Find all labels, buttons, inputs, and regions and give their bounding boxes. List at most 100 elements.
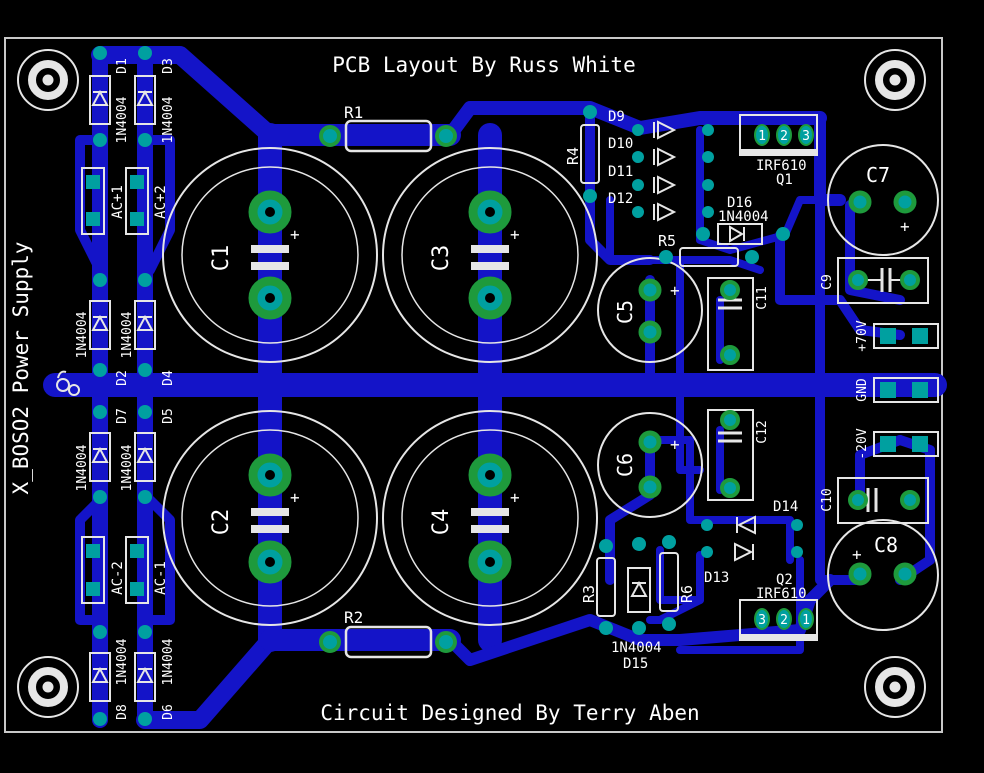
connector-ac1 (81, 167, 105, 235)
label-d16: D16 (727, 195, 752, 211)
diode-d11 (632, 175, 714, 195)
plus-c3: + (510, 225, 520, 244)
label-d9: D9 (608, 109, 625, 125)
label-c7: C7 (866, 163, 890, 187)
label-ac2: AC+2 (153, 185, 169, 219)
diode-d8 (89, 625, 111, 726)
resistor-r2 (319, 625, 457, 659)
part-d15: 1N4004 (611, 640, 662, 656)
pin-q2-3: 3 (758, 613, 766, 628)
label-pos: +70V (855, 320, 870, 351)
label-d2: D2 (115, 370, 130, 386)
label-r4: R4 (564, 147, 582, 165)
label-d14: D14 (773, 499, 798, 515)
plus-c5: + (670, 281, 680, 300)
part-d7: 1N4004 (75, 444, 90, 491)
pin-q1-3: 3 (802, 129, 810, 144)
diode-d15 (627, 537, 651, 635)
label-d4: D4 (161, 370, 176, 386)
diode-d7 (89, 405, 111, 504)
part-q2: IRF610 (756, 586, 807, 602)
plus-c7: + (900, 217, 910, 236)
diode-d1 (89, 46, 111, 147)
label-d8: D8 (115, 704, 130, 720)
label-gnd: GND (855, 378, 870, 402)
capacitor-c3 (382, 147, 598, 363)
label-d1: D1 (115, 58, 130, 74)
diode-d12 (632, 202, 714, 222)
pin-q2-1: 1 (802, 613, 810, 628)
connector-ac2 (125, 167, 149, 235)
plus-c1: + (290, 225, 300, 244)
label-c5: C5 (613, 300, 637, 324)
label-ac4: AC-1 (153, 561, 169, 595)
part-d16: 1N4004 (718, 209, 769, 225)
diode-d5 (134, 405, 156, 504)
label-r6: R6 (678, 585, 696, 603)
label-d15: D15 (623, 656, 648, 672)
diode-d9 (632, 120, 714, 140)
label-d6: D6 (161, 704, 176, 720)
transistor-q2 (739, 599, 818, 641)
label-c11: C11 (755, 286, 770, 309)
logo-glyph (56, 370, 80, 396)
label-d10: D10 (608, 136, 633, 152)
part-d1: 1N4004 (115, 96, 130, 143)
resistor-r4 (580, 105, 600, 203)
plus-c4: + (510, 488, 520, 507)
label-c2: C2 (209, 509, 234, 536)
part-d8: 1N4004 (115, 638, 130, 685)
connector-ac4 (125, 536, 149, 604)
label-c3: C3 (429, 245, 454, 272)
diode-d13 (701, 542, 803, 562)
label-c10: C10 (820, 488, 835, 511)
plus-c2: + (290, 488, 300, 507)
label-r5: R5 (658, 232, 676, 250)
pin-q1-2: 2 (780, 129, 788, 144)
capacitor-c5 (597, 257, 703, 363)
resistor-r6 (659, 535, 679, 631)
resistor-r1 (319, 119, 457, 153)
capacitor-c11 (707, 277, 754, 371)
transistor-q1 (739, 114, 818, 156)
diode-d10 (632, 147, 714, 167)
plus-c6: + (670, 435, 680, 454)
connector-ac3 (81, 536, 105, 604)
label-r3: R3 (580, 585, 598, 603)
label-c8: C8 (874, 533, 898, 557)
board-title: PCB Layout By Russ White (332, 53, 635, 77)
label-d5: D5 (161, 408, 176, 424)
label-ac1: AC+1 (110, 185, 126, 219)
mounting-hole-tl (17, 49, 79, 111)
label-q1: Q1 (776, 172, 793, 188)
label-r1: R1 (344, 103, 363, 122)
capacitor-c4 (382, 410, 598, 626)
resistor-r3 (596, 539, 616, 635)
part-q1: IRF610 (756, 158, 807, 174)
capacitor-c9 (837, 257, 929, 304)
diode-d16 (696, 223, 790, 245)
board-footer: Circuit Designed By Terry Aben (320, 701, 699, 725)
label-ac3: AC-2 (110, 561, 126, 595)
capacitor-c8 (827, 519, 939, 631)
capacitor-c12 (707, 409, 754, 501)
part-d6: 1N4004 (161, 638, 176, 685)
mounting-hole-br (864, 656, 926, 718)
diode-d2 (89, 273, 111, 377)
label-q2: Q2 (776, 572, 793, 588)
label-d3: D3 (161, 58, 176, 74)
side-label: X_BOSO2 Power Supply (9, 242, 33, 495)
connector-gnd (873, 377, 939, 403)
mounting-hole-tr (864, 49, 926, 111)
label-c9: C9 (820, 274, 835, 290)
mounting-holes (17, 49, 926, 718)
label-c12: C12 (755, 420, 770, 443)
label-c1: C1 (209, 245, 234, 272)
label-c4: C4 (429, 509, 454, 536)
diode-d4 (134, 273, 156, 377)
label-d11: D11 (608, 164, 633, 180)
pin-q1-1: 1 (758, 129, 766, 144)
part-d2: 1N4004 (75, 311, 90, 358)
part-d4: 1N4004 (120, 311, 135, 358)
